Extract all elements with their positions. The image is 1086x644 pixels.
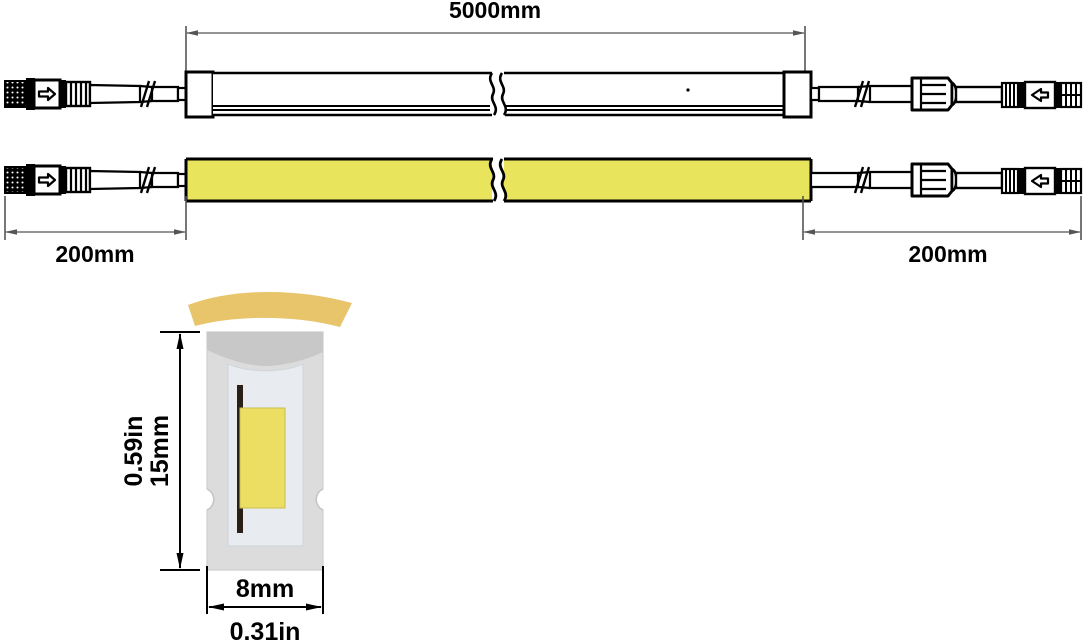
s-curve-break-left-edge <box>488 72 498 116</box>
connector-shank-lit <box>954 171 1004 190</box>
male-band-dark-2-lit <box>1055 168 1061 194</box>
connector-grip-ribs <box>69 82 88 106</box>
dimension-lead-left: 200mm <box>4 196 187 267</box>
left-female-connector-lit <box>4 164 188 196</box>
nut-thread-lines-lit <box>919 165 946 195</box>
dimension-label-width-in: 0.31in <box>230 618 301 644</box>
strip-end-cap-left <box>184 70 215 119</box>
strip-end-cap-right <box>782 70 813 119</box>
connector-cable-segment-a <box>88 83 142 105</box>
strip-fill-left <box>213 73 492 115</box>
dimension-height: 15mm 0.59in <box>120 331 200 571</box>
arrow-left-icon <box>37 86 57 102</box>
unlit-strip-view <box>4 70 1083 119</box>
dimension-label-total-length: 5000mm <box>449 0 541 23</box>
s-curve-break-lit-right <box>498 158 508 202</box>
side-mounting-notch-left <box>206 488 215 511</box>
lit-fill-left <box>186 159 492 201</box>
lit-fill-right <box>504 159 811 201</box>
connector-tip-dotted <box>4 80 28 108</box>
lit-right-join-bottom <box>857 185 871 190</box>
lit-cable-segment-b <box>150 171 180 189</box>
right-male-connector-unlit <box>809 76 1083 112</box>
male-band-dark-2 <box>1055 82 1061 108</box>
cable-join-top <box>139 84 153 89</box>
lit-right-cable-a <box>809 171 860 189</box>
connector-tip-dotted-lit <box>4 166 28 194</box>
break-mark-icon-right-unlit <box>853 80 871 108</box>
cable-exit-ferrule <box>809 86 821 102</box>
male-grip-ribs-right <box>1061 83 1081 107</box>
dimension-label-height-in: 0.59in <box>120 416 148 487</box>
cross-section-view: 15mm 0.59in 8mm 0.31in <box>120 291 352 644</box>
light-emission-arc <box>188 291 352 327</box>
dimension-label-lead-right: 200mm <box>908 241 987 267</box>
male-band-dark <box>1018 82 1025 108</box>
connector-grip-ribs-lit <box>69 168 88 192</box>
lit-cable-segment-a <box>88 169 142 191</box>
diffuser-dome <box>207 332 323 366</box>
dimension-label-width-mm: 8mm <box>236 575 294 603</box>
connector-cable-segment-b <box>150 85 180 103</box>
arrow-right-icon-lit <box>1030 173 1050 189</box>
dimension-label-height-mm: 15mm <box>146 415 174 487</box>
side-mounting-notch-right <box>315 488 324 511</box>
s-curve-break-right-edge <box>498 72 508 116</box>
arrow-left-icon-lit <box>37 172 57 188</box>
connector-rib-band-lit <box>60 166 66 194</box>
break-mark-icon-left-lit <box>139 166 157 194</box>
strip-body-unlit <box>184 70 813 119</box>
arrow-right-icon <box>1030 87 1050 103</box>
break-mark-icon-right-lit <box>853 166 871 194</box>
right-male-connector-lit <box>809 162 1083 198</box>
male-grip-ribs-left-lit <box>1005 169 1015 193</box>
connector-rib-band <box>60 80 66 108</box>
dimension-total-length: 5000mm <box>185 0 806 78</box>
male-band-dark-lit <box>1018 168 1025 194</box>
s-curve-break-lit-left <box>488 158 498 202</box>
right-cable-segment-b <box>868 84 914 104</box>
left-female-connector-unlit <box>4 78 188 110</box>
male-grip-ribs-left <box>1005 83 1015 107</box>
dimension-width: 8mm 0.31in <box>206 566 324 644</box>
dimension-label-lead-left: 200mm <box>55 241 134 267</box>
male-grip-ribs-right-lit <box>1061 169 1081 193</box>
break-mark-icon-left-unlit <box>139 80 157 108</box>
nut-thread-lines <box>919 79 946 109</box>
strip-surface-marker <box>686 88 690 92</box>
dimension-lead-right: 200mm <box>802 196 1082 267</box>
strip-body-lit <box>184 157 813 203</box>
led-emitter-block <box>239 407 286 509</box>
lit-strip-view <box>4 157 1083 203</box>
right-cable-join-bottom <box>857 99 871 104</box>
lit-cable-join-top <box>139 170 153 175</box>
connector-shank <box>954 85 1004 104</box>
lit-right-cable-b <box>868 170 914 190</box>
right-cable-segment-a <box>817 85 860 103</box>
